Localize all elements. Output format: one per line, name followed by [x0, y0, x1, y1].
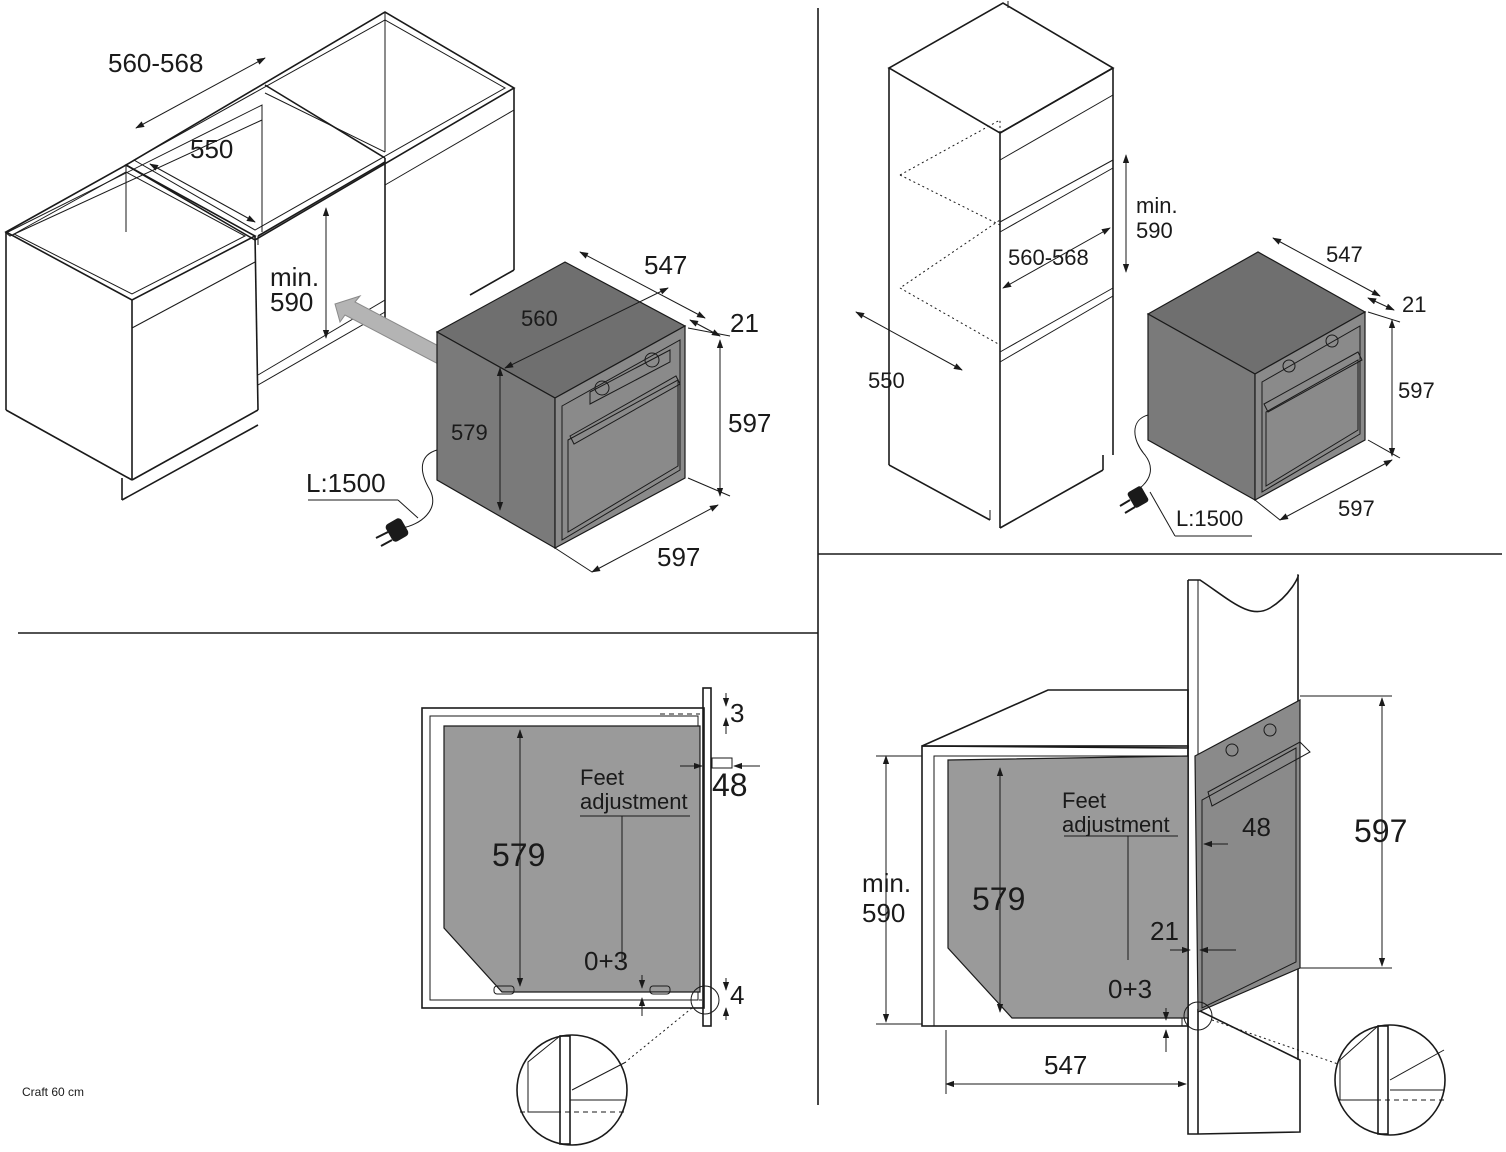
label-front-height-tall: 597	[1398, 378, 1435, 403]
niche-top	[921, 689, 1189, 749]
oven-front-panel	[702, 687, 712, 1027]
label-niche-min: min.	[270, 262, 319, 292]
oven-front-tall	[1194, 699, 1301, 1013]
label-front-width-tall: 597	[1338, 496, 1375, 521]
side-section-tall: Feet adjustment 48 597 min. 590 579 21 0…	[862, 574, 1446, 1136]
label-oven-inner-width: 560	[521, 306, 558, 331]
dim-line-front-thickness-tall	[1367, 297, 1395, 311]
label-front-height-section: 597	[1354, 813, 1407, 849]
label-panel-offset: 48	[712, 767, 748, 803]
label-cabinet-width: 560-568	[108, 48, 203, 78]
label-front-thickness-tall: 21	[1402, 292, 1426, 317]
label-niche-depth-tall: 550	[868, 368, 905, 393]
label-cabinet-inner: 550	[190, 134, 233, 164]
dim-line-oven-depth	[579, 251, 706, 319]
label-niche-width-tall: 560-568	[1008, 245, 1089, 270]
dim-line-niche-depth-tall	[855, 311, 963, 371]
label-front-height: 597	[728, 408, 771, 438]
tall-side-panel	[1188, 574, 1299, 1060]
model-label: Craft 60 cm	[22, 1085, 84, 1099]
cabinet-section	[421, 707, 705, 1009]
label-section-depth-tall: 547	[1044, 1050, 1087, 1080]
label-niche-min-section: min.	[862, 868, 911, 898]
label-panel-offset-tall: 48	[1242, 812, 1271, 842]
label-cable-length-tall: L:1500	[1176, 506, 1243, 531]
label-feet-1-tall: Feet	[1062, 788, 1106, 813]
dim-line-niche-width-tall	[1002, 227, 1111, 289]
power-cable-tall	[1134, 414, 1151, 489]
oven-3d	[435, 261, 687, 550]
plug-icon	[375, 518, 409, 547]
tall-unit-installation: min. 590 560-568 550 547 21 597 597 L:15…	[855, 1, 1435, 537]
label-oven-side-height: 579	[451, 420, 488, 445]
dim-line-front-width	[591, 504, 719, 573]
dim-line-oven-depth-tall	[1272, 237, 1381, 297]
label-niche-height-section: 590	[862, 898, 905, 928]
tall-cabinet	[887, 1, 1115, 529]
detail-magnifier-tall	[1334, 1024, 1446, 1136]
label-niche-height-tall: 590	[1136, 218, 1173, 243]
label-front-thickness: 21	[730, 308, 759, 338]
label-feet-2: adjustment	[580, 789, 688, 814]
label-oven-depth: 547	[644, 250, 687, 280]
label-bottom-gap: 4	[730, 980, 744, 1010]
power-cable	[401, 449, 438, 529]
dim-line-cabinet-width	[135, 57, 266, 129]
label-top-gap: 3	[730, 698, 744, 728]
label-section-height: 579	[492, 837, 545, 873]
label-front-thickness-section: 21	[1150, 916, 1179, 946]
label-front-width: 597	[657, 542, 700, 572]
label-feet-1: Feet	[580, 765, 624, 790]
plug-icon-tall	[1119, 486, 1149, 514]
oven-section-body	[443, 725, 701, 993]
side-section-undercounter: 579 3 48 Feet adjustment 0+3 4 Craft 60 …	[22, 687, 760, 1146]
label-niche-min-tall: min.	[1136, 193, 1178, 218]
label-oven-depth-tall: 547	[1326, 242, 1363, 267]
label-feet-range-tall: 0+3	[1108, 974, 1152, 1004]
detail-magnifier	[516, 1034, 628, 1146]
dim-line-oven-inner-width	[504, 287, 669, 369]
label-cable-length: L:1500	[306, 468, 386, 498]
label-feet-2-tall: adjustment	[1062, 812, 1170, 837]
dim-line-front-width-tall	[1279, 459, 1393, 521]
dim-line-cabinet-inner	[149, 163, 256, 223]
label-feet-range: 0+3	[584, 946, 628, 976]
label-niche-height: 590	[270, 287, 313, 317]
oven-3d-tall	[1146, 251, 1367, 502]
undercounter-installation: 560-568 550 min. 590 547 560 21 579 597 …	[4, 11, 771, 573]
label-section-height-tall: 579	[972, 881, 1025, 917]
